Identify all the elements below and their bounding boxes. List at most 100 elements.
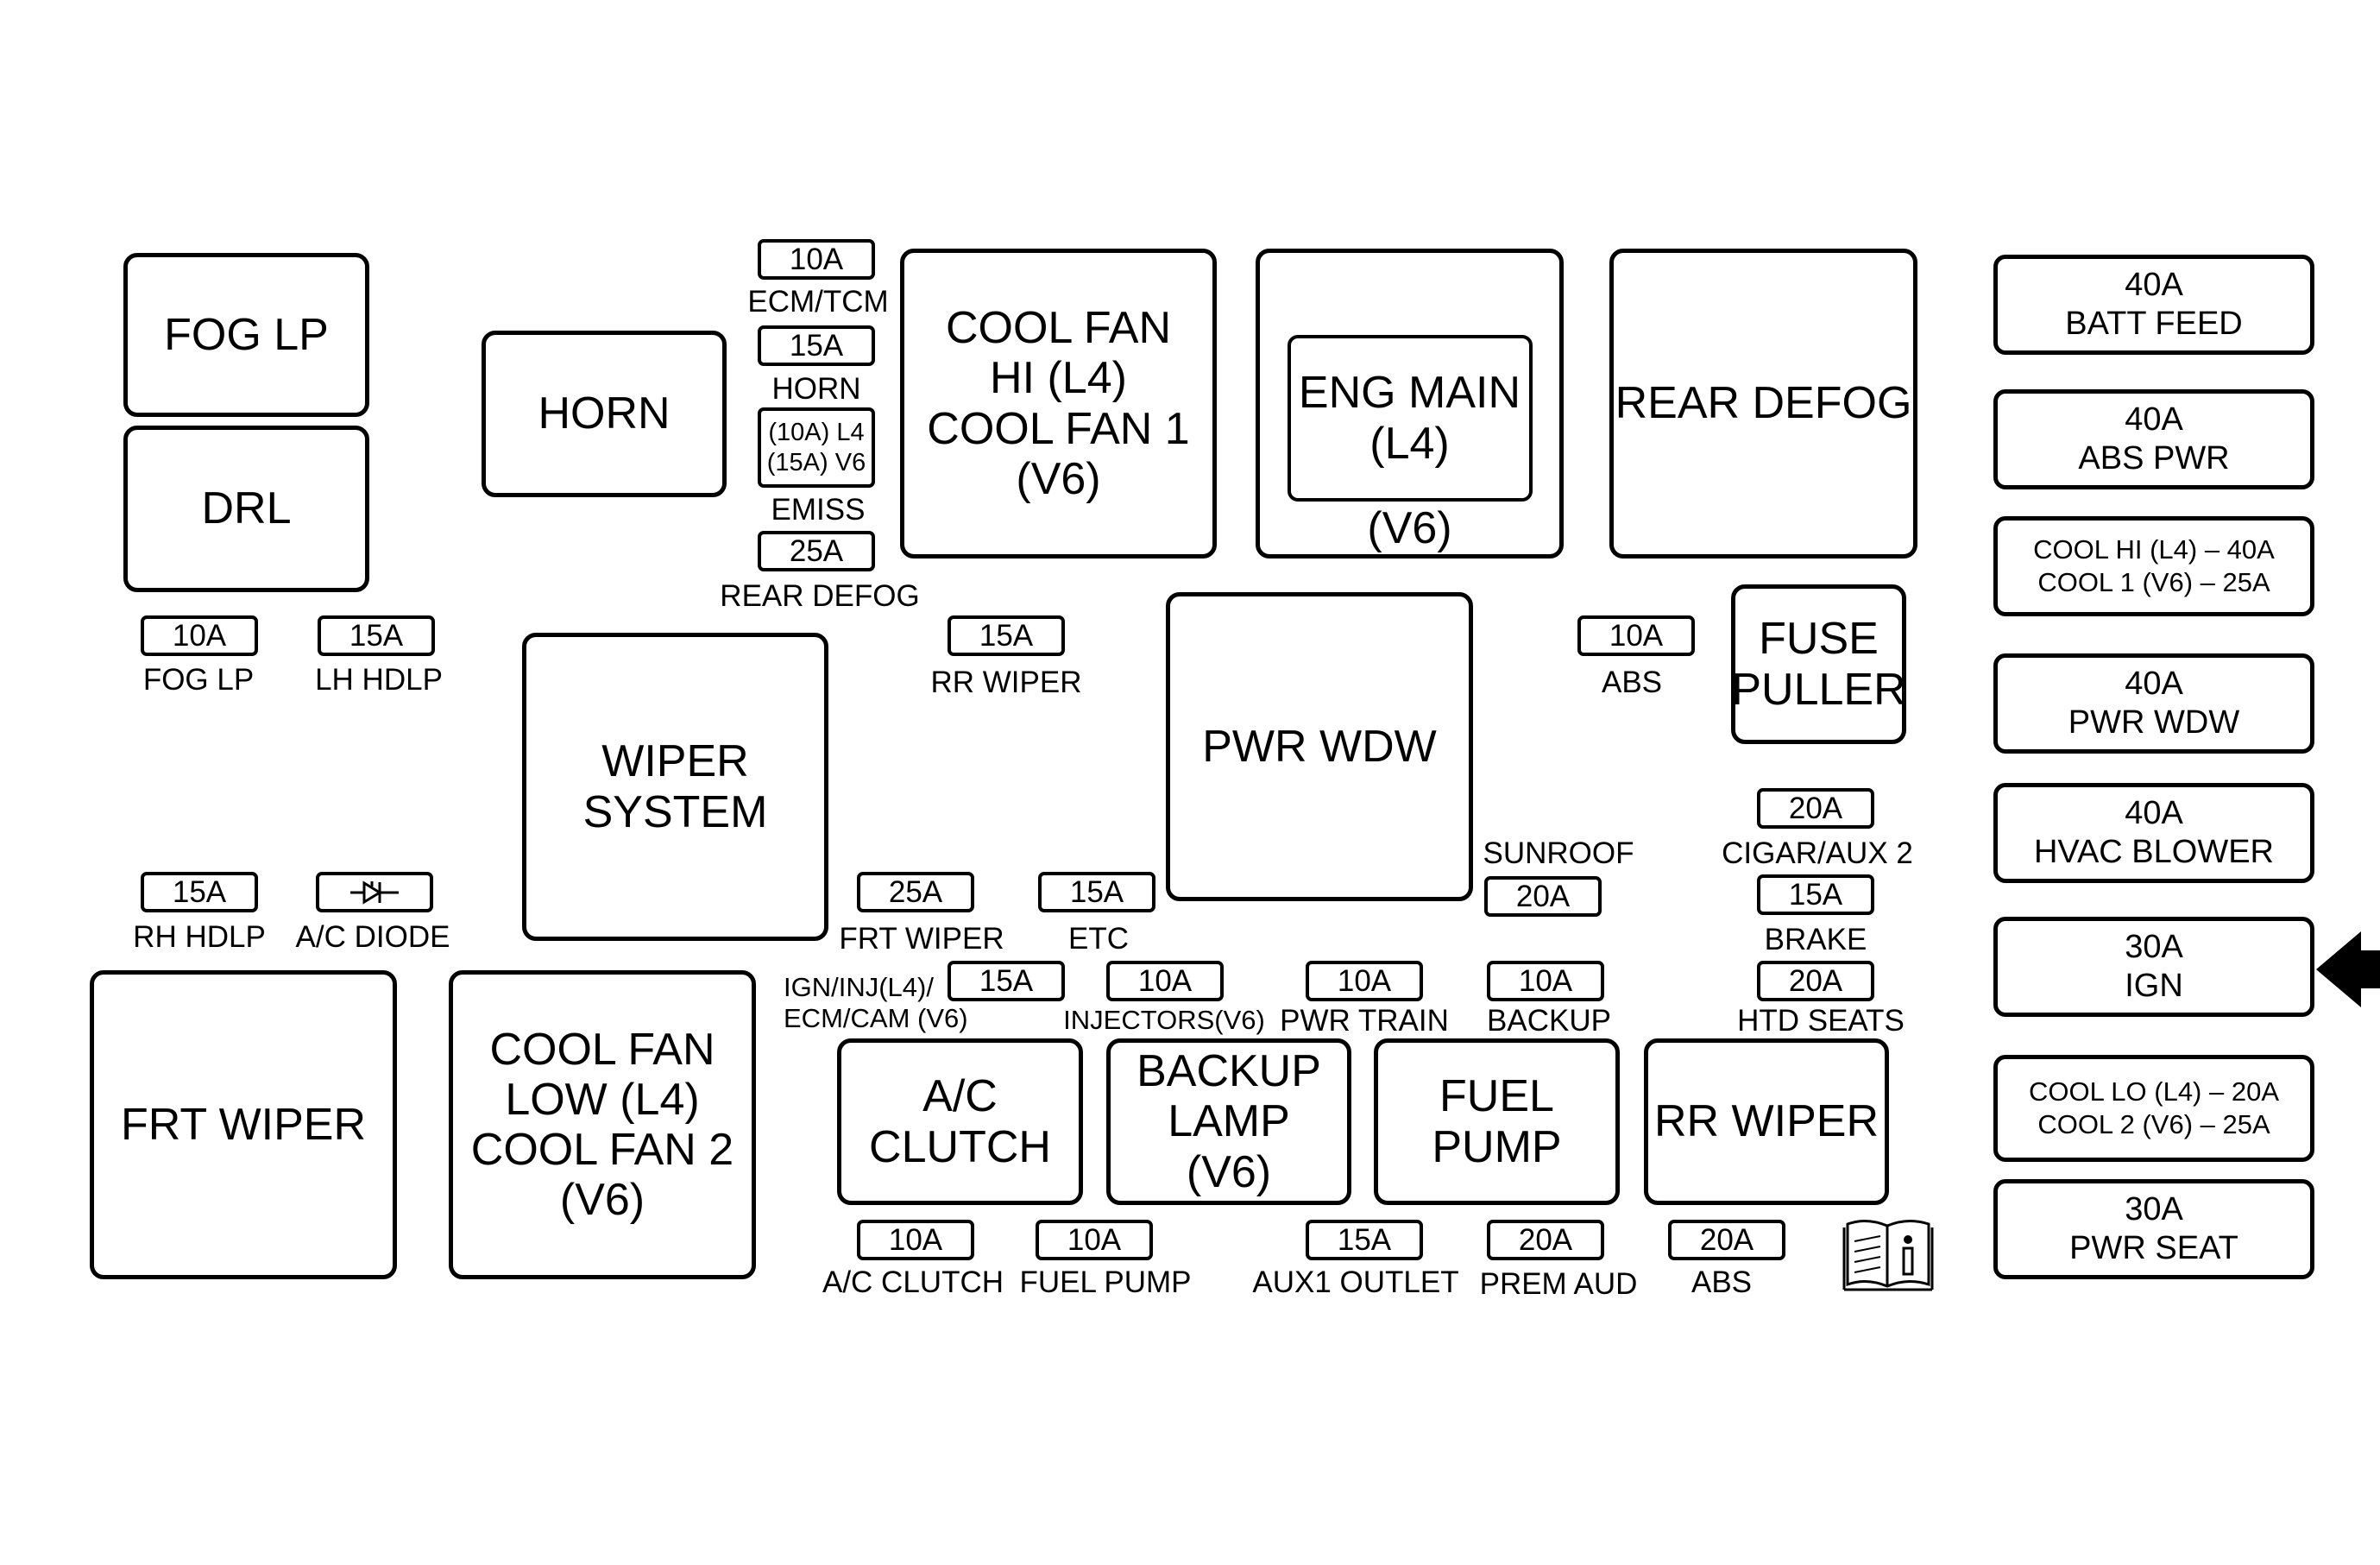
fuse-frt-wiper: 25A	[857, 872, 974, 912]
fuse-sunroof: 20A	[1484, 876, 1602, 917]
fuse-brake: 15A	[1757, 874, 1874, 915]
fuse-aux1-outlet: 15A	[1306, 1220, 1423, 1260]
relay-frt-wiper-label: FRT WIPER	[120, 1099, 367, 1150]
maxi-abs-pwr: 40A ABS PWR	[1993, 389, 2314, 489]
maxi-pwr-wdw: 40A PWR WDW	[1993, 653, 2314, 754]
relay-cool-fan-hi-line4: (V6)	[1016, 453, 1101, 504]
fuse-abs-bottom-rating: 20A	[1699, 1222, 1754, 1257]
relay-eng-main-v6: ENG MAIN (L4) (V6)	[1256, 249, 1564, 558]
relay-backup-lamp-line3: (V6)	[1186, 1146, 1272, 1197]
fuse-injectors-label: INJECTORS(V6)	[1063, 1005, 1265, 1035]
maxi-cool-lo-line1: COOL LO (L4) – 20A	[2028, 1076, 2280, 1107]
fuse-ac-clutch: 10A	[857, 1220, 974, 1260]
ac-diode	[316, 872, 433, 912]
relay-backup-lamp: BACKUP LAMP (V6)	[1106, 1038, 1351, 1205]
fuse-rr-wiper: 15A	[948, 615, 1065, 656]
fuse-abs-top: 10A	[1577, 615, 1695, 656]
fuse-abs-bottom-label: ABS	[1691, 1265, 1753, 1299]
maxi-cool-hi: COOL HI (L4) – 40A COOL 1 (V6) – 25A	[1993, 516, 2314, 616]
relay-ac-clutch: A/C CLUTCH	[837, 1038, 1083, 1205]
relay-cool-fan-low-line3: COOL FAN 2	[470, 1125, 734, 1175]
relay-drl: DRL	[123, 426, 369, 592]
arrow-pointer-icon	[2316, 931, 2380, 1007]
fuse-rh-hdlp-rating: 15A	[172, 874, 227, 909]
fuse-horn: 15A	[758, 325, 875, 366]
fuse-injectors-rating: 10A	[1137, 963, 1193, 998]
fuse-backup: 10A	[1487, 961, 1604, 1001]
fuse-emiss: (10A) L4 (15A) V6	[758, 407, 875, 488]
fuse-sunroof-label: SUNROOF	[1483, 836, 1634, 870]
fuse-aux1-outlet-rating: 15A	[1337, 1222, 1392, 1257]
relay-horn-label: HORN	[538, 388, 671, 439]
maxi-hvac-blower: 40A HVAC BLOWER	[1993, 783, 2314, 883]
relay-backup-lamp-line1: BACKUP	[1136, 1046, 1321, 1097]
fuse-prem-aud-label: PREM AUD	[1479, 1267, 1638, 1301]
fuse-fuel-pump-label: FUEL PUMP	[1019, 1265, 1192, 1299]
relay-fog-lp-label: FOG LP	[164, 309, 329, 360]
fuse-injectors: 10A	[1106, 961, 1224, 1001]
fuse-aux1-outlet-label: AUX1 OUTLET	[1252, 1265, 1459, 1299]
maxi-abs-pwr-rating: 40A	[2125, 401, 2183, 439]
fuse-ign-inj-label-line1: IGN/INJ(L4)/	[784, 972, 934, 1002]
relay-fuel-pump-line2: PUMP	[1432, 1121, 1562, 1172]
fuse-puller-line2: PULLER	[1731, 664, 1906, 715]
relay-rr-wiper-label: RR WIPER	[1654, 1096, 1879, 1147]
fuse-emiss-rating-l4: (10A) L4	[768, 418, 865, 446]
relay-wiper-system-line2: SYSTEM	[582, 786, 768, 837]
maxi-batt-feed-label: BATT FEED	[2065, 306, 2243, 342]
fuse-ac-clutch-label: A/C CLUTCH	[822, 1265, 1004, 1299]
maxi-ign: 30A IGN	[1993, 917, 2314, 1017]
fuse-frt-wiper-label: FRT WIPER	[839, 922, 1004, 956]
fuse-lh-hdlp: 15A	[318, 615, 435, 656]
maxi-ign-rating: 30A	[2125, 929, 2183, 966]
relay-eng-main-line1: ENG MAIN	[1298, 368, 1521, 419]
maxi-hvac-blower-label: HVAC BLOWER	[2033, 834, 2274, 870]
relay-frt-wiper: FRT WIPER	[90, 970, 397, 1279]
fuse-ecm-tcm-label: ECM/TCM	[747, 285, 889, 319]
fuse-brake-label: BRAKE	[1764, 923, 1867, 956]
fuse-etc: 15A	[1038, 872, 1155, 912]
fuse-fuel-pump-rating: 10A	[1067, 1222, 1122, 1257]
fuse-pwr-train: 10A	[1306, 961, 1423, 1001]
fuse-fog-lp: 10A	[141, 615, 258, 656]
relay-wiper-system-line1: WIPER	[601, 736, 749, 787]
fuse-ac-clutch-rating: 10A	[888, 1222, 943, 1257]
maxi-batt-feed: 40A BATT FEED	[1993, 255, 2314, 355]
fuse-sunroof-rating: 20A	[1515, 879, 1571, 913]
relay-cool-fan-hi-line1: COOL FAN	[945, 303, 1171, 354]
relay-cool-fan-low: COOL FAN LOW (L4) COOL FAN 2 (V6)	[449, 970, 756, 1279]
fuse-frt-wiper-rating: 25A	[888, 874, 943, 909]
maxi-cool-lo-line2: COOL 2 (V6) – 25A	[2037, 1109, 2270, 1139]
fuse-etc-rating: 15A	[1069, 874, 1124, 909]
maxi-cool-hi-line2: COOL 1 (V6) – 25A	[2037, 567, 2270, 597]
relay-eng-main-line2: (L4)	[1369, 418, 1450, 469]
fuse-pwr-train-rating: 10A	[1337, 963, 1392, 998]
fuse-horn-label: HORN	[771, 372, 861, 406]
relay-drl-label: DRL	[201, 483, 292, 534]
maxi-cool-hi-line1: COOL HI (L4) – 40A	[2033, 534, 2275, 565]
fuse-puller[interactable]: FUSE PULLER	[1731, 584, 1906, 744]
owner-manual-info-icon	[1842, 1220, 1934, 1291]
maxi-pwr-wdw-label: PWR WDW	[2068, 704, 2240, 741]
fuse-lh-hdlp-rating: 15A	[349, 618, 404, 653]
fuse-rh-hdlp: 15A	[141, 872, 258, 912]
relay-cool-fan-low-line4: (V6)	[559, 1175, 645, 1226]
relay-eng-main-v6-label: (V6)	[1367, 503, 1452, 553]
maxi-hvac-blower-rating: 40A	[2125, 795, 2183, 832]
diode-icon	[350, 880, 399, 905]
relay-fuel-pump: FUEL PUMP	[1374, 1038, 1620, 1205]
fuse-emiss-label: EMISS	[771, 493, 866, 527]
relay-wiper-system: WIPER SYSTEM	[522, 633, 828, 941]
fuse-ecm-tcm: 10A	[758, 239, 875, 280]
fuse-ign-inj-rating: 15A	[979, 963, 1034, 998]
relay-eng-main-l4: ENG MAIN (L4)	[1287, 335, 1533, 502]
fuse-pwr-train-label: PWR TRAIN	[1280, 1004, 1449, 1038]
relay-cool-fan-low-line2: LOW (L4)	[505, 1074, 700, 1125]
relay-pwr-wdw: PWR WDW	[1166, 592, 1473, 901]
fuse-cigar-aux2-rating: 20A	[1788, 791, 1843, 825]
fuse-prem-aud-rating: 20A	[1518, 1222, 1573, 1257]
maxi-ign-label: IGN	[2125, 968, 2183, 1004]
fuse-htd-seats: 20A	[1757, 961, 1874, 1001]
maxi-pwr-seat-label: PWR SEAT	[2069, 1230, 2238, 1266]
fuse-rear-defog-rating: 25A	[789, 533, 844, 568]
